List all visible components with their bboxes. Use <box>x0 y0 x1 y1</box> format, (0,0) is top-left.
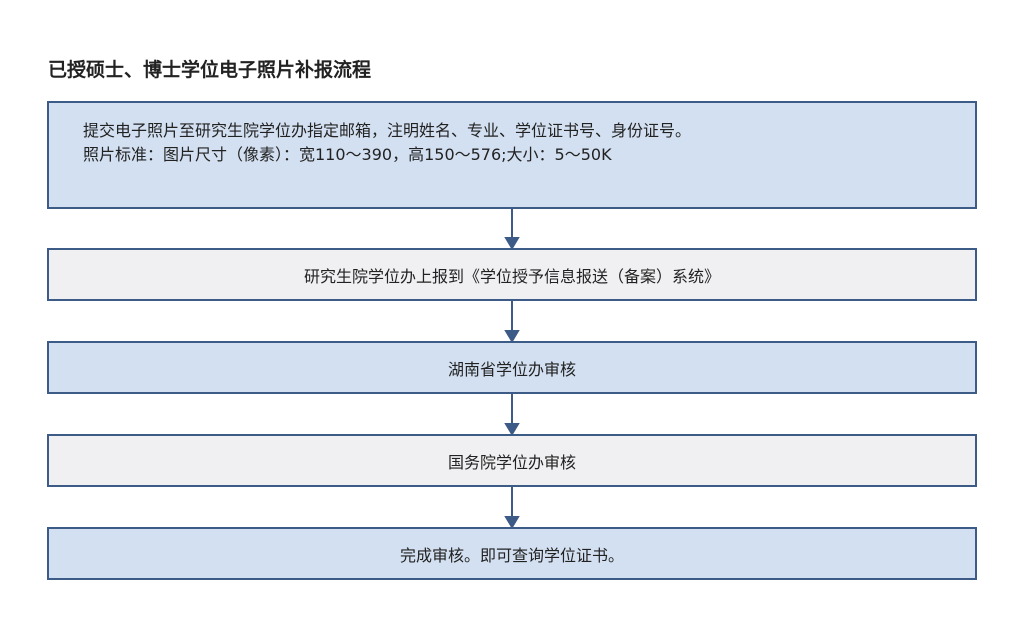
step-1-line-2: 照片标准：图片尺寸（像素）：宽110～390，高150～576;大小：5～50K <box>83 145 612 164</box>
step-3-label: 湖南省学位办审核 <box>447 359 576 379</box>
arrow-2-head <box>504 330 520 343</box>
step-4-label: 国务院学位办审核 <box>447 452 576 472</box>
step-1-line-1: 提交电子照片至研究生院学位办指定邮箱，注明姓名、专业、学位证书号、身份证号。 <box>83 121 692 140</box>
arrow-4-head <box>504 516 520 529</box>
step-2-report-system: 研究生院学位办上报到《学位授予信息报送（备案）系统》 <box>47 248 977 301</box>
step-5-complete: 完成审核。即可查询学位证书。 <box>47 527 977 580</box>
arrow-1-head <box>504 237 520 250</box>
step-1-submit-photo: 提交电子照片至研究生院学位办指定邮箱，注明姓名、专业、学位证书号、身份证号。 照… <box>47 101 977 209</box>
step-5-label: 完成审核。即可查询学位证书。 <box>399 545 624 565</box>
step-3-province-review: 湖南省学位办审核 <box>47 341 977 394</box>
page-title: 已授硕士、博士学位电子照片补报流程 <box>48 59 372 81</box>
arrow-3-head <box>504 423 520 436</box>
step-2-label: 研究生院学位办上报到《学位授予信息报送（备案）系统》 <box>303 266 720 286</box>
step-4-state-council-review: 国务院学位办审核 <box>47 434 977 487</box>
